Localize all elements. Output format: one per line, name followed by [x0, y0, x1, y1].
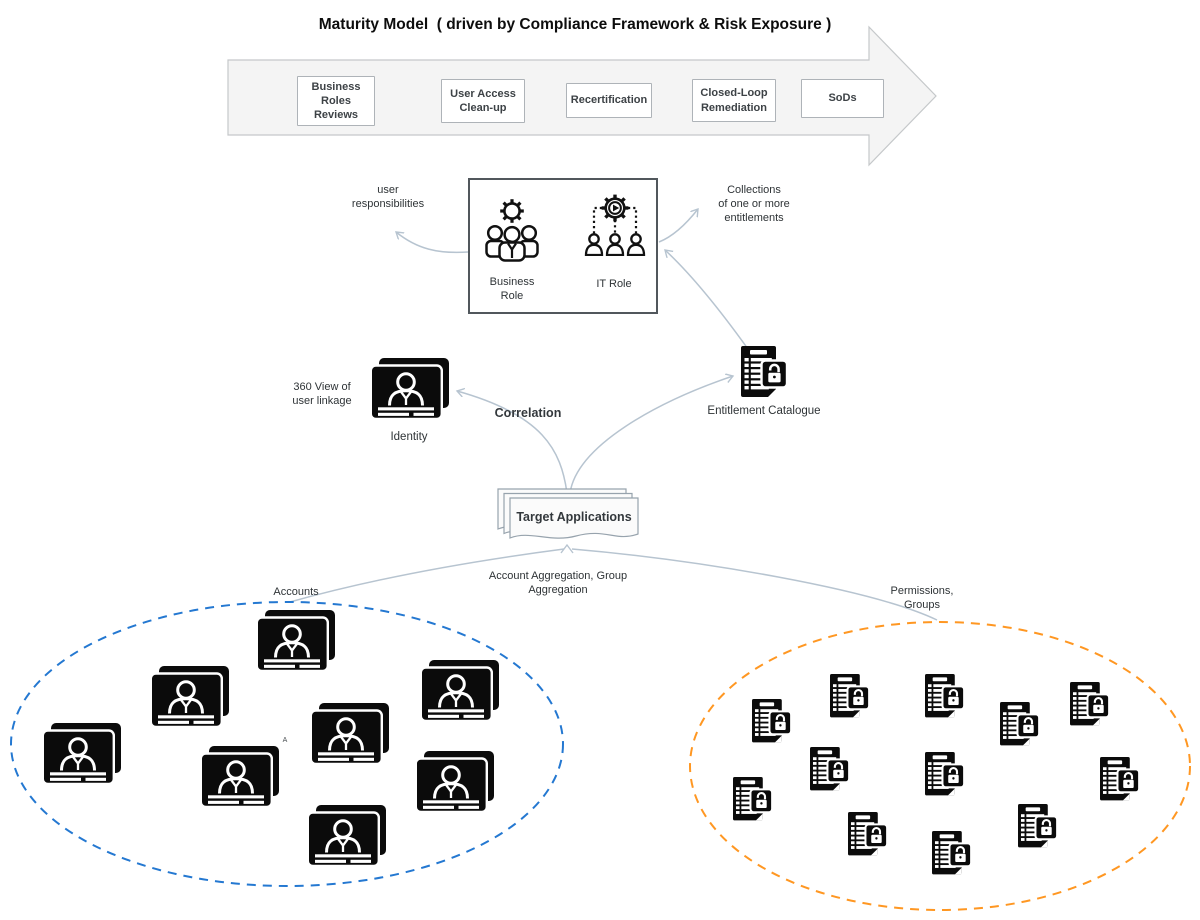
connector-apps-to-catalogue — [569, 376, 733, 494]
it-role-label: IT Role — [596, 278, 632, 290]
entitlement-catalogue-label: Entitlement Catalogue — [707, 405, 821, 417]
maturity-step-business-roles-reviews: Business Roles Reviews — [297, 76, 375, 126]
target-applications-shape — [497, 488, 639, 539]
permission-document-icon — [925, 752, 965, 797]
business-role-label: Business Role — [489, 276, 535, 302]
account-card-icon — [415, 751, 495, 813]
permission-document-icon — [1070, 682, 1110, 727]
account-card-icon — [150, 666, 230, 728]
permissions-groups-label: Permissions, Groups — [890, 585, 954, 611]
permission-document-icon — [848, 812, 888, 857]
apps-bottom-arrowhead — [560, 543, 574, 554]
connector-accounts-to-apps — [289, 548, 565, 603]
connector-roles-to-collections — [658, 209, 698, 243]
identity-icon — [370, 358, 450, 420]
permission-document-icon — [1018, 804, 1058, 849]
accounts-label: Accounts — [273, 586, 319, 598]
connector-catalogue-to-roles — [665, 250, 749, 350]
user-responsibilities-label: user responsibilities — [351, 184, 425, 210]
maturity-step-user-access-clean-up: User Access Clean-up — [441, 79, 525, 123]
correlation-label: Correlation — [494, 406, 562, 420]
target-applications-label: Target Applications — [516, 510, 632, 524]
aggregation-label: Account Aggregation, Group Aggregation — [488, 570, 628, 596]
account-card-icon — [256, 610, 336, 672]
permission-document-icon — [733, 777, 773, 822]
permission-document-icon — [925, 674, 965, 719]
maturity-step-closed-loop-remediation: Closed-Loop Remediation — [692, 79, 776, 122]
account-card-icon — [42, 723, 122, 785]
connector-apps-to-identity — [457, 391, 568, 494]
account-card-icon — [200, 746, 280, 808]
collections-label: Collections of one or more entitlements — [718, 184, 790, 224]
account-card-icon — [310, 703, 390, 765]
entitlement-catalogue-icon — [741, 346, 788, 399]
permission-document-icon — [830, 674, 870, 719]
connector-permissions-to-apps — [571, 548, 938, 621]
permission-document-icon — [752, 699, 792, 744]
permission-document-icon — [810, 747, 850, 792]
permission-document-icon — [1000, 702, 1040, 747]
maturity-step-recertification: Recertification — [566, 83, 652, 118]
permission-document-icon — [1100, 757, 1140, 802]
permissions-ellipse — [689, 621, 1191, 911]
identity-label: Identity — [390, 431, 428, 443]
stray-a-label: A — [282, 737, 288, 744]
account-card-icon — [420, 660, 500, 722]
permission-document-icon — [932, 831, 972, 876]
connector-roles-to-user-responsibilities — [396, 232, 469, 254]
roles-box — [468, 178, 658, 314]
accounts-ellipse — [10, 601, 564, 887]
maturity-step-sods: SoDs — [801, 79, 884, 118]
view-360-label: 360 View of user linkage — [292, 381, 352, 407]
account-card-icon — [307, 805, 387, 867]
diagram-title: Maturity Model ( driven by Compliance Fr… — [318, 16, 832, 33]
